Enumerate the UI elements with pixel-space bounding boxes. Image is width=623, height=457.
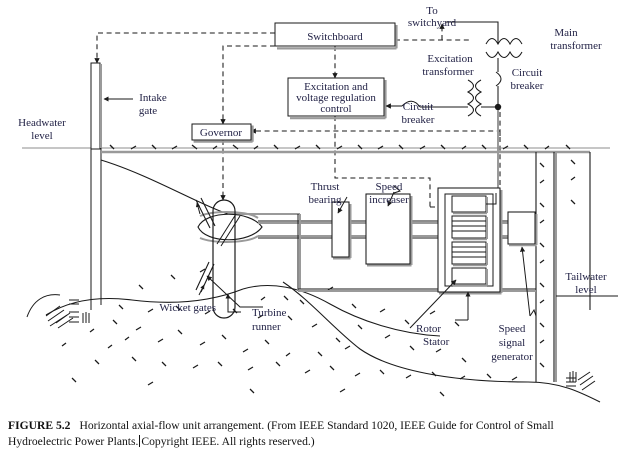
leader-speed-increaser — [387, 191, 395, 207]
riverbed-slope — [282, 281, 529, 383]
intake-roof-curve — [100, 159, 229, 215]
label-tailwater-2: level — [575, 284, 596, 296]
excitation-transformer — [385, 79, 498, 117]
thrust-bearing — [331, 201, 352, 260]
label-rotor: Rotor — [416, 323, 441, 335]
label-headwater-1: Headwater — [18, 117, 66, 129]
label-speed-increaser-2: increaser — [369, 194, 409, 206]
speed-signal-generator — [507, 211, 538, 247]
label-thrust-bearing-2: bearing — [309, 194, 342, 206]
label-stator: Stator — [423, 336, 450, 348]
text-caret — [139, 434, 141, 447]
label-circuit-breaker-main-1: Circuit — [512, 67, 543, 79]
leader-lines — [103, 96, 537, 329]
block-governor — [191, 123, 254, 143]
earth-symbol-left — [26, 294, 90, 329]
label-speed-signal-generator-2: signal — [499, 337, 525, 349]
label-intake-gate-1: Intake — [139, 92, 167, 104]
label-circuit-breaker-exc-2: breaker — [402, 114, 435, 126]
label-excitation-control-3: control — [320, 103, 351, 115]
label-thrust-bearing-1: Thrust — [311, 181, 340, 193]
label-governor: Governor — [200, 127, 242, 139]
tailrace-wall — [535, 152, 591, 382]
leader-thrust-bearing — [337, 196, 348, 214]
label-speed-signal-generator-3: generator — [491, 351, 533, 363]
label-turbine-runner-2: runner — [252, 321, 281, 333]
leader-rotor — [409, 279, 457, 329]
main-transformer-hv-lead — [445, 21, 499, 44]
label-circuit-breaker-main-2: breaker — [511, 80, 544, 92]
main-circuit-breaker — [495, 71, 502, 87]
label-turbine-runner-1: Turbine — [252, 307, 287, 319]
riverbed-slope-right — [527, 381, 601, 403]
wire-switchboard-to-intake-gate — [94, 32, 275, 64]
label-circuit-breaker-exc-1: Circuit — [403, 101, 434, 113]
hydro-unit-schematic: Switchboard Excitation and voltage regul… — [18, 5, 618, 403]
label-main-transformer-2: transformer — [550, 40, 602, 52]
schematic-lines — [22, 21, 618, 403]
dashed-signal-wiring — [94, 23, 501, 232]
tailrace-stipple — [539, 159, 576, 368]
earth-stipple — [61, 268, 518, 397]
label-headwater-2: level — [31, 130, 52, 142]
figure-number: FIGURE 5.2 — [8, 419, 71, 432]
turbine-runner-blade — [212, 199, 236, 319]
turbine-assembly — [195, 197, 263, 319]
generator — [437, 187, 503, 295]
leader-speed-signal-generator — [519, 246, 531, 317]
figure-source-tail: Copyright IEEE. All rights reserved.) — [141, 434, 315, 448]
wire-switchboard-to-governor — [220, 45, 275, 125]
powerhouse-deck — [101, 150, 590, 154]
figure-title: Horizontal axial-flow unit arrangement. — [79, 419, 265, 432]
label-wicket-gates: Wicket gates — [159, 302, 216, 314]
figure-source: (From IEEE Standard 1020, IEEE Guide for… — [8, 419, 554, 448]
diagram-labels: Switchboard Excitation and voltage regul… — [18, 5, 607, 363]
main-transformer-winding-bottom — [485, 50, 523, 59]
intake-gate — [90, 62, 102, 150]
leader-wicket-gates — [206, 275, 263, 308]
figure-caption: FIGURE 5.2 Horizontal axial-flow unit arr… — [8, 418, 616, 449]
excitation-circuit-breaker — [401, 100, 421, 108]
deck-hatch-ticks — [109, 144, 571, 150]
block-excitation-control — [287, 77, 387, 120]
exc-transformer-winding-left — [466, 79, 475, 117]
label-excitation-transformer-2: transformer — [422, 66, 474, 78]
draft-floor-right — [242, 284, 441, 337]
label-main-transformer-1: Main — [554, 27, 578, 39]
main-transformer-winding-top — [485, 37, 523, 46]
exc-transformer-winding-right — [474, 79, 483, 117]
label-excitation-transformer-1: Excitation — [427, 53, 473, 65]
label-to-switchyard-2: switchyard — [408, 17, 457, 29]
leader-turbine-runner — [225, 293, 241, 313]
block-switchboard — [274, 22, 398, 50]
label-intake-gate-2: gate — [139, 105, 157, 117]
earth-symbol-right — [566, 371, 596, 391]
label-excitation-control-2: voltage regulation — [296, 92, 376, 104]
label-tailwater-1: Tailwater — [565, 271, 607, 283]
label-excitation-control-1: Excitation and — [304, 81, 368, 93]
label-speed-signal-generator-1: Speed — [499, 323, 526, 335]
label-to-switchyard-1: To — [426, 5, 438, 17]
label-switchboard: Switchboard — [307, 31, 363, 43]
label-speed-increaser-1: Speed — [376, 181, 403, 193]
turbine-hub — [197, 213, 263, 241]
